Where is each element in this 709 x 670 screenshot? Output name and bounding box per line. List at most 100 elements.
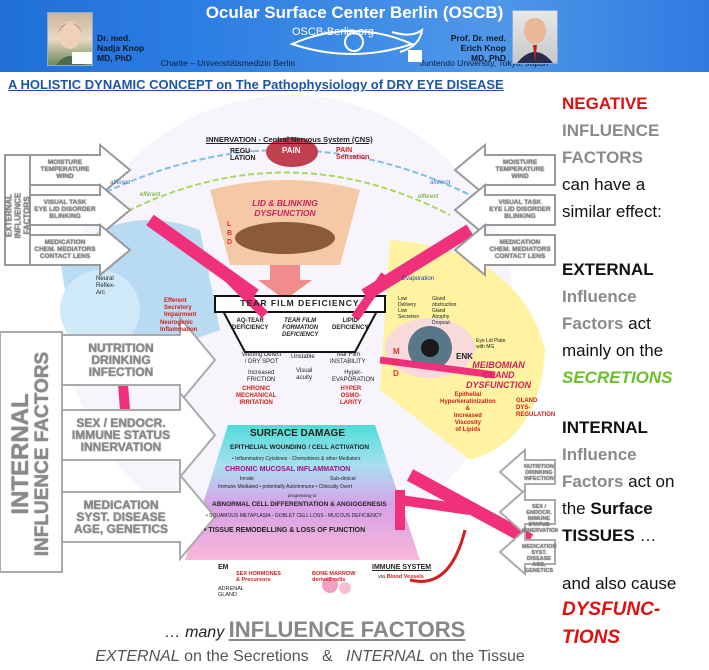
charite-logo <box>72 52 92 64</box>
side-secretions: SECRETIONS <box>562 368 673 387</box>
bottom-external: EXTERNAL <box>95 648 180 665</box>
right-doctor-degree: MD, PhD <box>471 53 506 63</box>
inflammatory-cytokines-label: • Inflammatory Cytokines - Chemokines & … <box>232 456 361 462</box>
side-negative: NEGATIVE <box>562 94 648 113</box>
bone-marrow-icon-2 <box>339 582 351 594</box>
enk-label: ENK <box>456 352 473 361</box>
bottom-influence-factors: INFLUENCE FACTORS <box>228 617 466 642</box>
down-arrow-icon <box>258 265 312 300</box>
side-tissues-line: TISSUES … <box>562 526 657 545</box>
header-banner: Ocular Surface Center Berlin (OSCB) OSCB… <box>0 0 709 72</box>
left-doctor-name: Dr. med. Nadja Knop MD, PhD <box>97 33 144 63</box>
eye-logo-icon <box>289 27 424 55</box>
evaporation-label: Evaporation <box>402 276 435 282</box>
side-int-influence: Influence <box>562 445 637 464</box>
hyper-evap-label: Hyper-EVAPORATION <box>332 370 375 383</box>
juntendo-logo <box>408 50 422 62</box>
ext-arrow-right-1 <box>453 142 556 198</box>
int-arrow-right-3 <box>498 527 556 577</box>
via-blood-label: via Blood Vessels <box>378 574 424 580</box>
red-inhibit-bar-1b <box>221 271 269 319</box>
left-doctor-title: Dr. med. <box>97 33 131 43</box>
eye-pupil-icon <box>421 339 439 357</box>
bottom-internal: INTERNAL <box>346 648 426 665</box>
red-line-mgd <box>379 356 496 379</box>
side-tions: TIONS <box>562 627 621 648</box>
int-arrow-left-3 <box>61 472 217 562</box>
remodelling-label: • TISSUE REMODELLING & LOSS OF FUNCTION <box>204 527 366 534</box>
immune-mediated-label: Immune Mediated • potentially Autoimmune… <box>218 484 353 490</box>
red-inhibit-bar-4 <box>399 495 471 515</box>
lid-eye-icon <box>235 222 335 254</box>
immune-system-label: IMMUNE SYSTEM <box>372 564 432 571</box>
afferent-label-right: afferent <box>430 180 451 186</box>
abnormal-differentiation-label: ABNORMAL CELL DIFFERENTIATION & ANGIOGEN… <box>212 501 387 508</box>
side-dysfunc: DYSFUNC- <box>562 599 661 620</box>
pain-brain-icon <box>266 137 318 167</box>
bone-marrow-icon <box>322 577 338 593</box>
efferent-label-right: efferent <box>418 194 439 200</box>
bottom-line-1: … many INFLUENCE FACTORS <box>150 617 480 643</box>
affiliation-right: Juntendo University, Tokyo, Japan <box>419 58 549 68</box>
tear-film-deficiency-label: TEAR FILM DEFICIENCY <box>240 298 360 308</box>
side-mainly: mainly on the <box>562 341 664 360</box>
side-influence: INFLUENCE <box>562 121 660 140</box>
wetting-label: Wetting Defect/ DRY SPOT <box>242 352 282 365</box>
bottom-amp: & <box>322 648 333 665</box>
progressing-label: progressing to <box>288 493 317 498</box>
chronic-mucosal-label: CHRONIC MUCOSAL INFLAMMATION <box>225 466 351 473</box>
sex-hormones-label: SEX HORMONES& Precursors <box>236 571 281 583</box>
int-arrow-left-2 <box>61 390 217 480</box>
side-similar: similar effect: <box>562 202 662 221</box>
ext-arrow-left-3 <box>29 222 132 278</box>
affiliation-left: Charite – Universitätsmedizin Berlin <box>160 58 296 68</box>
left-doctor-fullname: Nadja Knop <box>97 43 145 53</box>
side-int-factors-line: Factors act on <box>562 472 675 491</box>
right-doctor-photo <box>512 10 558 64</box>
surface-damage-label: SURFACE DAMAGE <box>250 428 346 439</box>
side-factors: FACTORS <box>562 148 643 167</box>
side-surface-line: the Surface <box>562 499 653 518</box>
bottom-on-tissue: on the Tissue <box>425 648 525 665</box>
red-inhibit-bar-2b <box>351 272 389 321</box>
innate-label: Innate <box>240 476 254 482</box>
right-doctor-fullname: Erich Knop <box>460 43 506 53</box>
neural-cell-icon <box>60 270 140 350</box>
metaplasia-label: • SQUAMOUS METAPLASIA - GOBLET CELL LOSS… <box>206 513 382 519</box>
header-title: Ocular Surface Center Berlin (OSCB) <box>205 3 504 22</box>
right-doctor-name: Prof. Dr. med. Erich Knop MD, PhD <box>448 33 506 63</box>
side-ext-influence: Influence <box>562 287 637 306</box>
side-external: EXTERNAL <box>562 260 654 279</box>
int-arrow-right-1 <box>498 447 556 497</box>
afferent-label-left: afferent <box>110 180 131 186</box>
int-vertical-box <box>0 331 63 573</box>
